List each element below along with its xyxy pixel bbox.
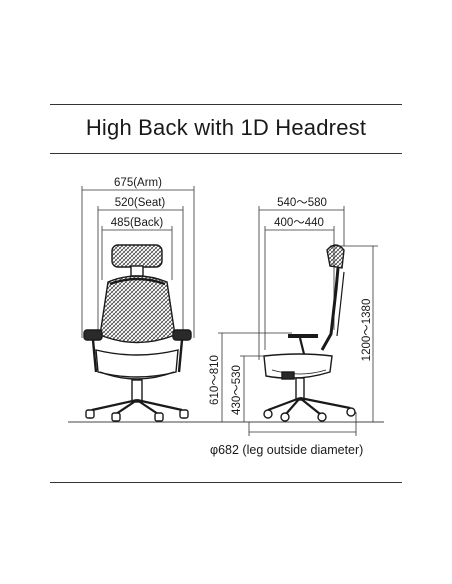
top-divider (50, 104, 402, 105)
bottom-divider (50, 482, 402, 483)
seat-width-label: 520(Seat) (115, 197, 166, 209)
arm-width-label: 675(Arm) (114, 177, 162, 189)
seat-height-label: 430～530 (231, 365, 243, 415)
front-view-dimensions (81, 186, 195, 340)
page-title: High Back with 1D Headrest (85, 115, 367, 140)
title-divider (50, 153, 402, 154)
overall-depth-label: 540～580 (277, 197, 327, 209)
back-width-label: 485(Back) (111, 217, 164, 229)
seat-depth-label: 400～440 (274, 217, 324, 229)
chair-front-illustration (83, 244, 192, 422)
chair-side-illustration (263, 244, 356, 422)
arm-height-label: 610～810 (209, 355, 221, 405)
leg-diameter-caption: φ682 (leg outside diameter) (210, 443, 364, 457)
overall-height-label: 1200～1380 (361, 299, 373, 362)
leg-diameter-dimension (248, 412, 357, 436)
